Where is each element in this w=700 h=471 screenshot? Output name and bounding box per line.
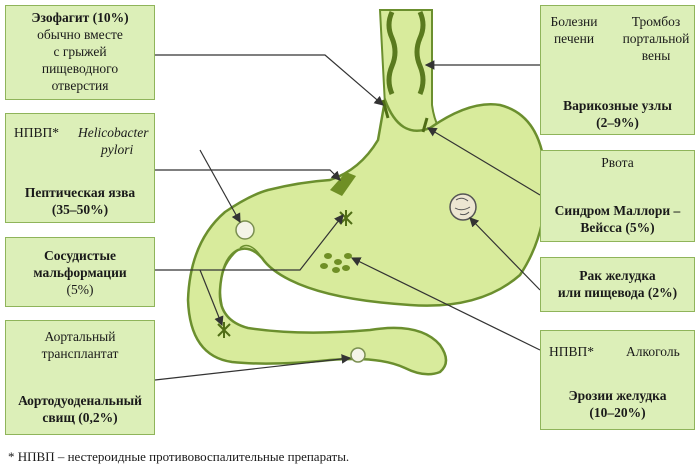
box-peptic-ulcer: НПВП* Helicobacter pylori Пептическая яз… [5, 113, 155, 223]
mallory-title2: Вейсса (5%) [580, 220, 655, 235]
arrow-cancer [469, 217, 541, 291]
arrow-aortic [154, 354, 352, 381]
varices-cause-liver2: печени [553, 31, 595, 46]
box-esophagitis: Эзофагит (10%) обычно вместе с грыжей пи… [5, 5, 155, 100]
vascular-title: Сосудистые [44, 248, 116, 263]
aortic-title2: свищ (0,2%) [42, 410, 118, 425]
bulb-ulcer [235, 220, 255, 240]
box-mallory-weiss: Рвота Синдром Маллори – Вейсса (5%) [540, 150, 695, 242]
esophagitis-text: с грыжей [53, 44, 107, 59]
varix-left [386, 10, 398, 95]
varices-percent: (2–9%) [596, 115, 639, 130]
peptic-cause-hp: Helicobacter [78, 125, 149, 140]
arrow-esophagitis [155, 54, 384, 106]
varix-right [414, 10, 426, 95]
varices-cause-liver: Болезни [550, 14, 598, 29]
erosions-cause-nsaid: НПВП* [549, 344, 595, 359]
esophagitis-text: отверстия [51, 78, 109, 93]
varices-cause-thrombosis2: портальной [622, 31, 690, 46]
esophagitis-title: Эзофагит (10%) [31, 10, 129, 25]
erosions-cause-alcohol: Алкоголь [626, 344, 680, 359]
cancer-title2: или пищевода (2%) [557, 285, 678, 300]
box-varices: Болезни печени Тромбоз портальной вены В… [540, 5, 695, 135]
fistula-circle [350, 347, 366, 363]
vascular-title2: мальформации [33, 265, 127, 280]
erosions-percent: (10–20%) [589, 405, 646, 420]
esophagitis-text: обычно вместе [37, 27, 123, 42]
esophagitis-text: пищеводного [41, 61, 119, 76]
box-aortic-fistula: Аортальный трансплантат Аортодуоденальны… [5, 320, 155, 435]
arrow-erosions [350, 257, 541, 351]
arrow-peptic-1 [155, 169, 341, 181]
varices-cause-thrombosis3: вены [641, 48, 671, 63]
duodenum-inner-line [219, 249, 239, 306]
arrow-peptic-2 [199, 149, 241, 224]
varices-cause-thrombosis: Тромбоз [631, 14, 681, 29]
box-cancer: Рак желудка или пищевода (2%) [540, 257, 695, 312]
footnote: * НПВП – нестероидные противовоспалитель… [8, 449, 350, 464]
peptic-title: Пептическая язва [24, 185, 136, 200]
vascular-percent: (5%) [66, 282, 94, 297]
aortic-title: Аортодуоденальный [18, 393, 142, 408]
arrow-mallory [426, 127, 541, 196]
varices-title: Варикозные узлы [563, 98, 672, 113]
mallory-title: Синдром Маллори – [554, 203, 681, 218]
erosion-dots [320, 253, 352, 273]
peptic-percent: (35–50%) [51, 202, 109, 217]
peptic-cause-nsaid: НПВП* [14, 125, 60, 140]
arrow-vascular-1 [155, 214, 344, 271]
cancer-title: Рак желудка [579, 268, 656, 283]
box-erosions: НПВП* Алкоголь Эрозии желудка (10–20%) [540, 330, 695, 430]
aortic-cause2: трансплантат [41, 346, 119, 361]
mallory-cause: Рвота [601, 155, 634, 170]
box-vascular: Сосудистые мальформации (5%) [5, 237, 155, 307]
peptic-cause-hp2: pylori [101, 142, 134, 157]
mallory-tear [421, 117, 429, 133]
erosions-title: Эрозии желудка [568, 388, 667, 403]
arrow-vascular-2 [199, 269, 224, 327]
tumor-mark [449, 193, 477, 221]
stomach-inner-line [239, 244, 263, 259]
aortic-cause: Аортальный [44, 329, 116, 344]
ulcer-patch [330, 172, 356, 196]
